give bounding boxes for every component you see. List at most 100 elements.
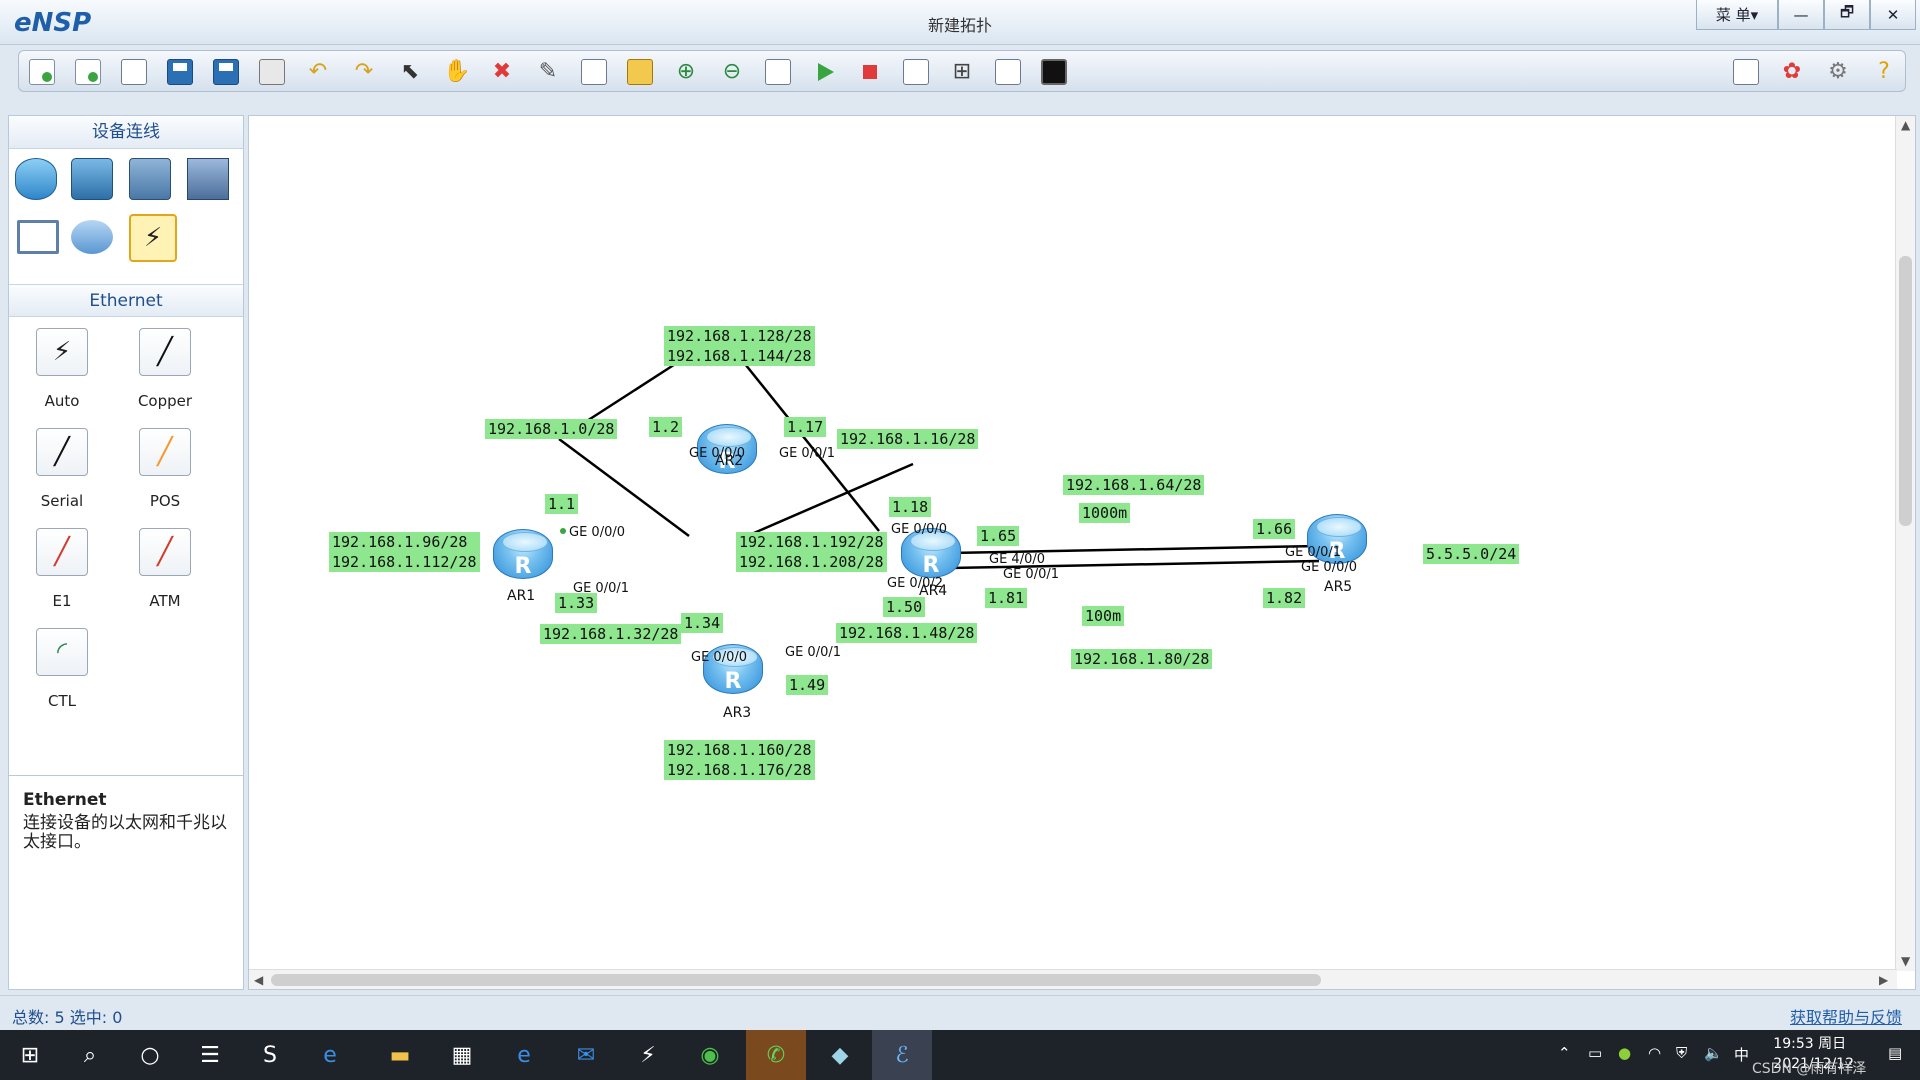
- net-5-label[interactable]: 5.5.5.0/24: [1423, 544, 1520, 564]
- vertical-scrollbar[interactable]: ▲ ▼: [1895, 116, 1915, 971]
- net-80-label[interactable]: 192.168.1.80/28: [1071, 649, 1213, 669]
- net-16-label[interactable]: 192.168.1.16/28: [837, 429, 979, 449]
- ip-1-33-label[interactable]: 1.33: [555, 593, 598, 613]
- delete-all-links-icon[interactable]: ✎: [538, 59, 558, 84]
- app-s-icon[interactable]: S: [263, 1042, 277, 1068]
- link-ar3-ar4[interactable]: [746, 462, 914, 538]
- fit-icon[interactable]: [765, 59, 791, 85]
- ip-1-66-label[interactable]: 1.66: [1253, 519, 1296, 539]
- net-48-label[interactable]: 192.168.1.48/28: [836, 623, 978, 643]
- router-ar1[interactable]: R: [493, 529, 553, 579]
- pos-cable-icon[interactable]: ╱: [139, 428, 191, 476]
- router-ar2[interactable]: R: [697, 424, 757, 474]
- app-bolt-icon[interactable]: ⚡: [640, 1042, 656, 1068]
- task-view-icon[interactable]: ☰: [200, 1042, 220, 1068]
- palette-icon[interactable]: [627, 59, 653, 85]
- router-category-icon[interactable]: [15, 158, 57, 200]
- ip-1-50-label[interactable]: 1.50: [883, 597, 926, 617]
- ip-1-82-label[interactable]: 1.82: [1263, 588, 1306, 608]
- wireless-category-icon[interactable]: [129, 158, 171, 200]
- link-ar4-ar5-ge4[interactable]: [948, 544, 1320, 555]
- cloud-category-icon[interactable]: [71, 220, 113, 254]
- firewall-category-icon[interactable]: [187, 158, 229, 200]
- huawei-logo-icon[interactable]: ✿: [1782, 59, 1802, 84]
- app-tray-icon[interactable]: ●: [1618, 1044, 1632, 1062]
- ip-1-34-label[interactable]: 1.34: [681, 613, 724, 633]
- link-ar2-ar4[interactable]: [740, 358, 880, 532]
- settings-icon[interactable]: ⚙: [1828, 59, 1848, 84]
- print-icon[interactable]: [259, 59, 285, 85]
- text-icon[interactable]: [581, 59, 607, 85]
- zoom-in-icon[interactable]: ⊕: [676, 59, 696, 84]
- wifi-icon[interactable]: ◠: [1648, 1044, 1662, 1062]
- ip-1-49-label[interactable]: 1.49: [786, 675, 829, 695]
- notification-icon[interactable]: ▤: [1888, 1044, 1903, 1062]
- security-icon[interactable]: ⛨: [1676, 1044, 1688, 1062]
- capture-icon[interactable]: [903, 59, 929, 85]
- open-icon[interactable]: [121, 59, 147, 85]
- ip-1-81-label[interactable]: 1.81: [985, 588, 1028, 608]
- undo-icon[interactable]: ↶: [308, 59, 328, 84]
- restore-button[interactable]: 🗗: [1824, 0, 1870, 30]
- ar1-loopback-label[interactable]: 192.168.1.96/28 192.168.1.112/28: [329, 532, 480, 572]
- pan-icon[interactable]: ✋: [443, 59, 471, 84]
- router-ar5[interactable]: R: [1307, 514, 1367, 564]
- tray-chevron-icon[interactable]: ⌃: [1558, 1044, 1571, 1062]
- edge-icon[interactable]: e: [517, 1042, 531, 1068]
- e1-cable-icon[interactable]: ╱: [36, 528, 88, 576]
- save-icon[interactable]: [167, 59, 193, 85]
- search-icon[interactable]: ⌕: [83, 1042, 97, 1068]
- ensp-taskbar-icon[interactable]: ℰ: [872, 1030, 932, 1080]
- bw-100m-label[interactable]: 100m: [1082, 606, 1125, 626]
- atm-cable-icon[interactable]: ╱: [139, 528, 191, 576]
- ie-icon[interactable]: e: [323, 1042, 337, 1068]
- scroll-down-arrow-icon[interactable]: ▼: [1901, 954, 1911, 968]
- close-button[interactable]: ✕: [1870, 0, 1916, 30]
- menu-button[interactable]: 菜 单▾: [1696, 0, 1778, 30]
- ip-1-1-label[interactable]: 1.1: [545, 494, 579, 514]
- copper-cable-icon[interactable]: ╱: [139, 328, 191, 376]
- scroll-up-arrow-icon[interactable]: ▲: [1901, 118, 1911, 132]
- topology-canvas[interactable]: R AR1 R AR2 R AR3 R AR4 R AR5 GE 0/0/0 G…: [248, 115, 1916, 990]
- redo-icon[interactable]: ↷: [354, 59, 374, 84]
- ime-indicator[interactable]: 中: [1734, 1046, 1750, 1064]
- help-feedback-link[interactable]: 获取帮助与反馈: [1789, 1008, 1902, 1027]
- pc-category-icon[interactable]: [17, 220, 59, 254]
- volume-icon[interactable]: 🔈: [1704, 1044, 1723, 1062]
- ip-1-2-label[interactable]: 1.2: [649, 417, 683, 437]
- ar2-loopback-label[interactable]: 192.168.1.128/28 192.168.1.144/28: [664, 326, 815, 366]
- wechat-icon[interactable]: ✆: [746, 1030, 806, 1080]
- ctl-cable-icon[interactable]: ◜: [36, 628, 88, 676]
- bw-1000m-label[interactable]: 1000m: [1079, 503, 1131, 523]
- file-explorer-icon[interactable]: ▬: [389, 1042, 411, 1068]
- browser-360-icon[interactable]: ◉: [700, 1042, 720, 1068]
- connection-category-icon[interactable]: ⚡: [129, 214, 177, 262]
- stop-all-icon[interactable]: [857, 59, 883, 85]
- ar4-loopback-label[interactable]: 192.168.1.192/28 192.168.1.208/28: [736, 532, 887, 572]
- minimize-button[interactable]: —: [1778, 0, 1824, 30]
- console-icon[interactable]: [1041, 59, 1067, 85]
- scroll-left-arrow-icon[interactable]: ◀: [254, 973, 264, 987]
- battery-icon[interactable]: ▭: [1588, 1044, 1603, 1062]
- store-icon[interactable]: ▦: [451, 1042, 473, 1068]
- net-32-label[interactable]: 192.168.1.32/28: [540, 624, 682, 644]
- horizontal-scroll-thumb[interactable]: [271, 974, 1321, 986]
- ip-1-17-label[interactable]: 1.17: [784, 417, 827, 437]
- save-as-icon[interactable]: [213, 59, 239, 85]
- serial-cable-icon[interactable]: ╱: [36, 428, 88, 476]
- router-ar3[interactable]: R: [703, 644, 763, 694]
- select-icon[interactable]: ⬉: [400, 59, 420, 84]
- link-ar4-ar5-ge1[interactable]: [948, 559, 1320, 570]
- net-0-label[interactable]: 192.168.1.0/28: [485, 419, 618, 439]
- router-ar4[interactable]: R: [901, 528, 961, 578]
- start-all-icon[interactable]: [811, 59, 837, 85]
- mail-icon[interactable]: ✉: [576, 1042, 596, 1068]
- cortana-icon[interactable]: ○: [140, 1042, 160, 1068]
- link-ar1-ar3[interactable]: [558, 437, 690, 538]
- scroll-right-arrow-icon[interactable]: ▶: [1879, 973, 1889, 987]
- zoom-out-icon[interactable]: ⊖: [722, 59, 742, 84]
- topology-view-icon[interactable]: ⊞: [952, 59, 972, 84]
- start-icon[interactable]: ⊞: [20, 1042, 40, 1068]
- chat-icon[interactable]: [1733, 59, 1759, 85]
- delete-icon[interactable]: ✖: [492, 59, 512, 84]
